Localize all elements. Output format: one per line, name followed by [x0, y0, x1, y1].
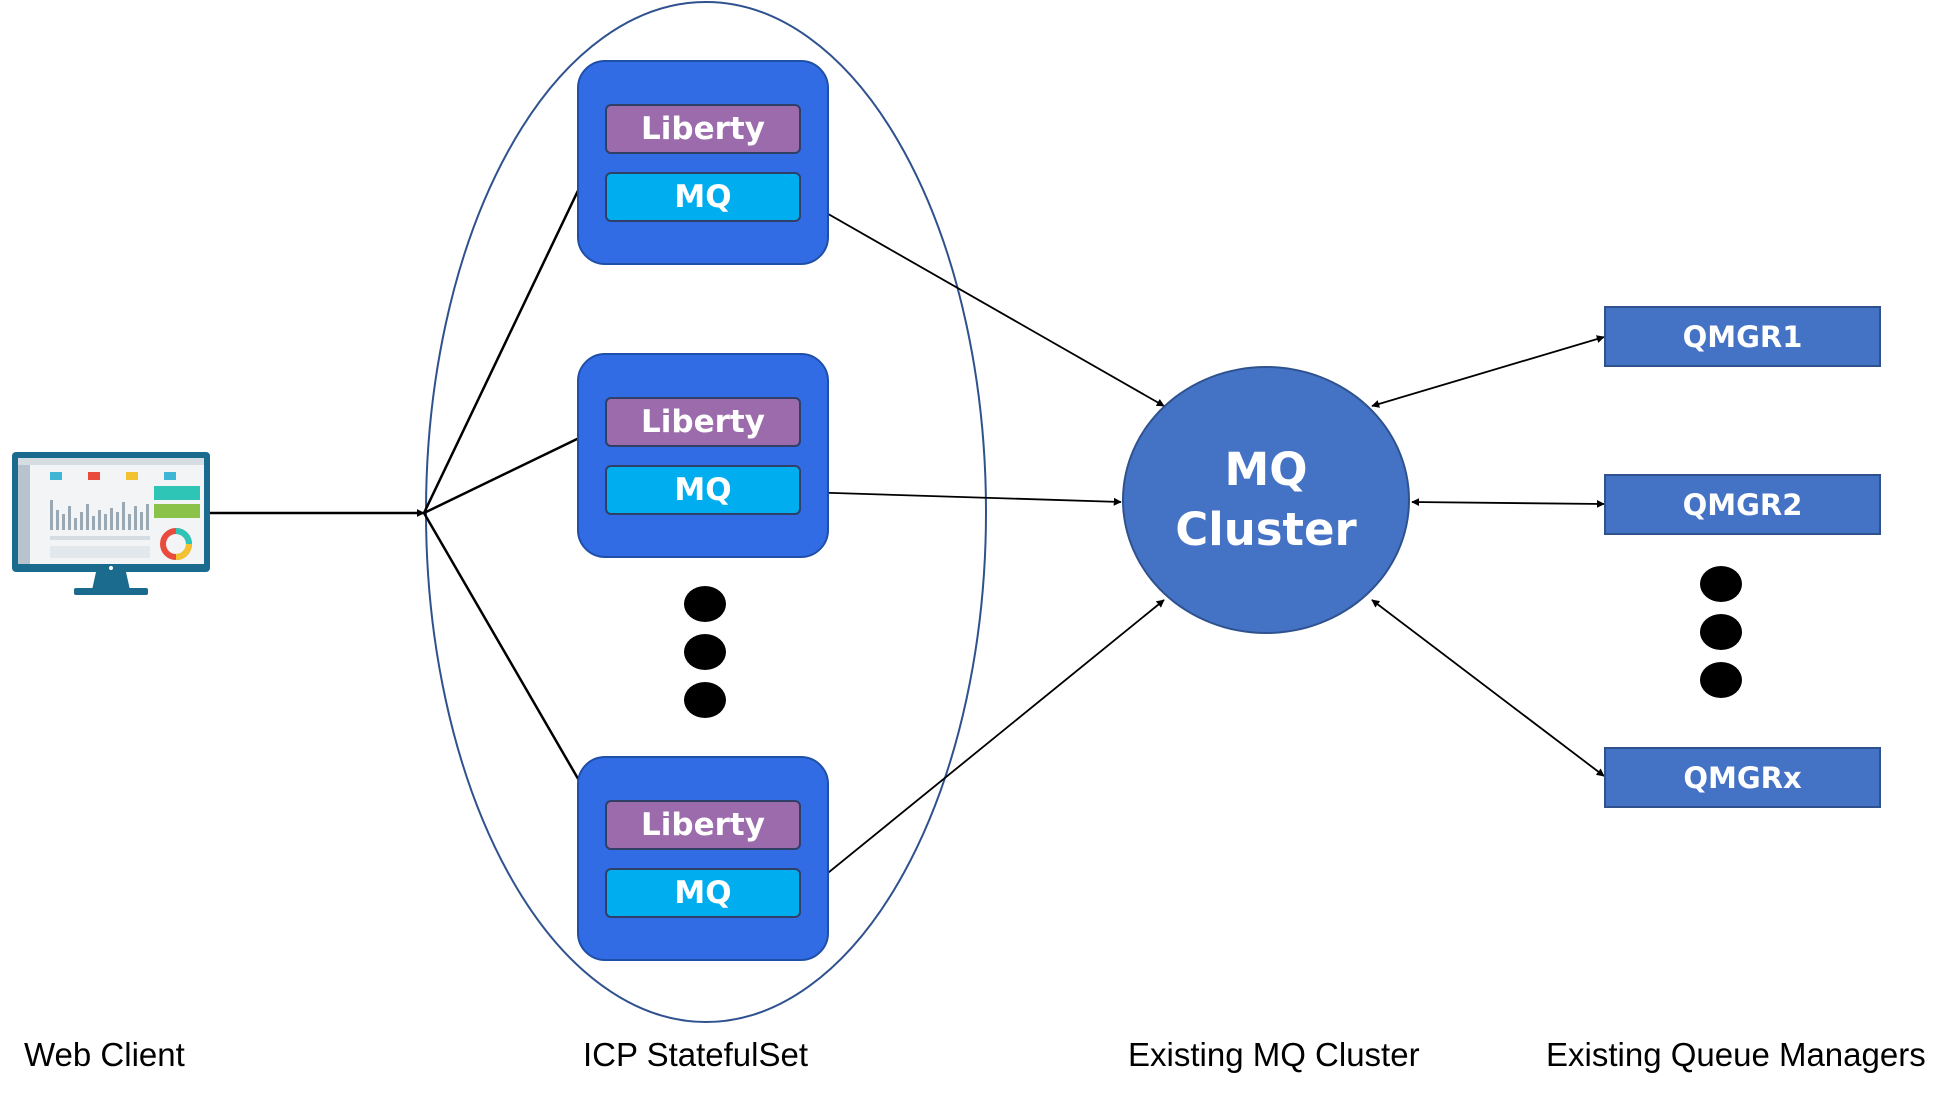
mq-component: MQ [605, 465, 801, 515]
mq-component: MQ [605, 172, 801, 222]
ellipsis-dot [1700, 662, 1742, 698]
liberty-component: Liberty [605, 397, 801, 447]
mq-cluster-label-line2: Cluster [1175, 503, 1357, 556]
ellipsis-dot [684, 586, 726, 622]
queue-manager-x: QMGRx [1604, 747, 1881, 808]
mq-link-pod-3 [801, 599, 1165, 895]
queue-manager-1: QMGR1 [1604, 306, 1881, 367]
ellipsis-dot [684, 682, 726, 718]
mq-cluster-node: MQ Cluster [1122, 366, 1410, 634]
queue-manager-2: QMGR2 [1604, 474, 1881, 535]
monitor-icon [12, 452, 210, 595]
qmgr-link-2 [1411, 498, 1605, 508]
liberty-component: Liberty [605, 104, 801, 154]
fanout-arrow-pod-2 [423, 423, 607, 515]
fanout-arrow-pod-3 [422, 512, 608, 828]
pod-3: Liberty MQ [577, 756, 829, 961]
ellipsis-dot [684, 634, 726, 670]
liberty-component: Liberty [605, 800, 801, 850]
fanout-arrow-pod-1 [422, 131, 608, 514]
mq-link-pod-1 [801, 198, 1165, 407]
ellipsis-dot [1700, 614, 1742, 650]
qmgr-link-x [1371, 599, 1605, 777]
caption-queue-managers: Existing Queue Managers [1546, 1036, 1926, 1073]
caption-web-client: Web Client [24, 1036, 185, 1073]
caption-statefulset: ICP StatefulSet [583, 1036, 809, 1073]
qmgr-link-1 [1371, 335, 1605, 408]
mq-cluster-label-line1: MQ [1224, 443, 1308, 496]
ellipsis-dot [1700, 566, 1742, 602]
mq-link-pod-2 [801, 488, 1122, 506]
pod-2: Liberty MQ [577, 353, 829, 558]
caption-mq-cluster: Existing MQ Cluster [1128, 1036, 1420, 1073]
mq-component: MQ [605, 868, 801, 918]
pod-1: Liberty MQ [577, 60, 829, 265]
